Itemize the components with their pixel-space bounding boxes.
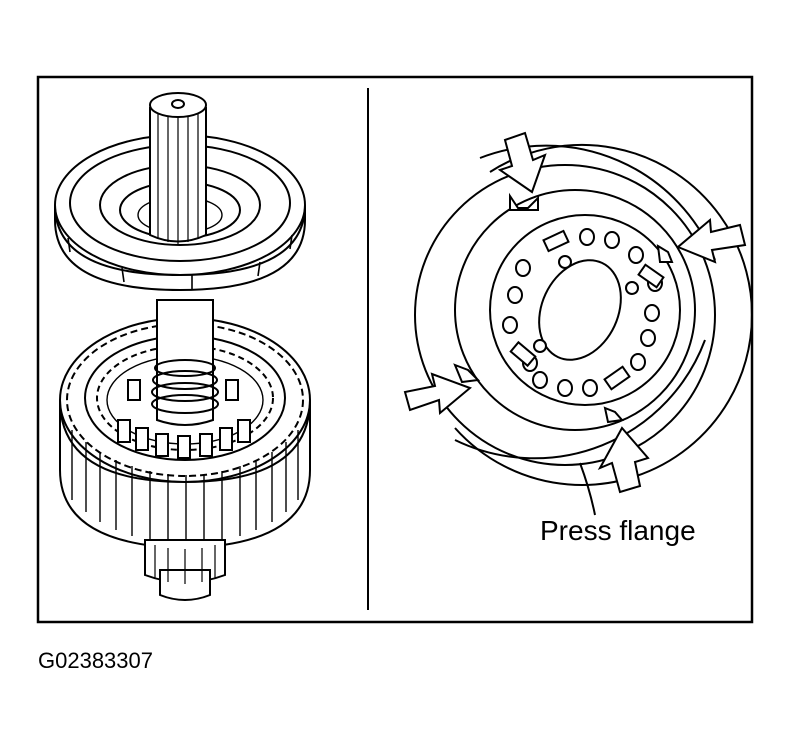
- figure-id: G02383307: [38, 648, 153, 673]
- flange-tabs: [453, 192, 674, 424]
- arrow-top: [497, 131, 547, 194]
- callout-leader: [579, 462, 596, 516]
- return-springs: [117, 379, 251, 459]
- arrow-bottom: [597, 426, 650, 494]
- left-panel-shaft-assembly: [54, 92, 311, 601]
- outer-ring: [454, 143, 753, 486]
- locating-bosses: [509, 229, 665, 391]
- arrow-right: [676, 217, 747, 264]
- bolt-holes: [502, 228, 663, 397]
- center-bore: [538, 259, 622, 361]
- right-panel-flange-top-view: Press flange: [403, 131, 753, 546]
- figure-frame: [36, 75, 754, 624]
- callout-label: Press flange: [540, 515, 696, 546]
- press-point-arrows: [403, 131, 747, 494]
- drum-spline-ridges: [71, 430, 299, 544]
- arrow-left: [403, 372, 472, 416]
